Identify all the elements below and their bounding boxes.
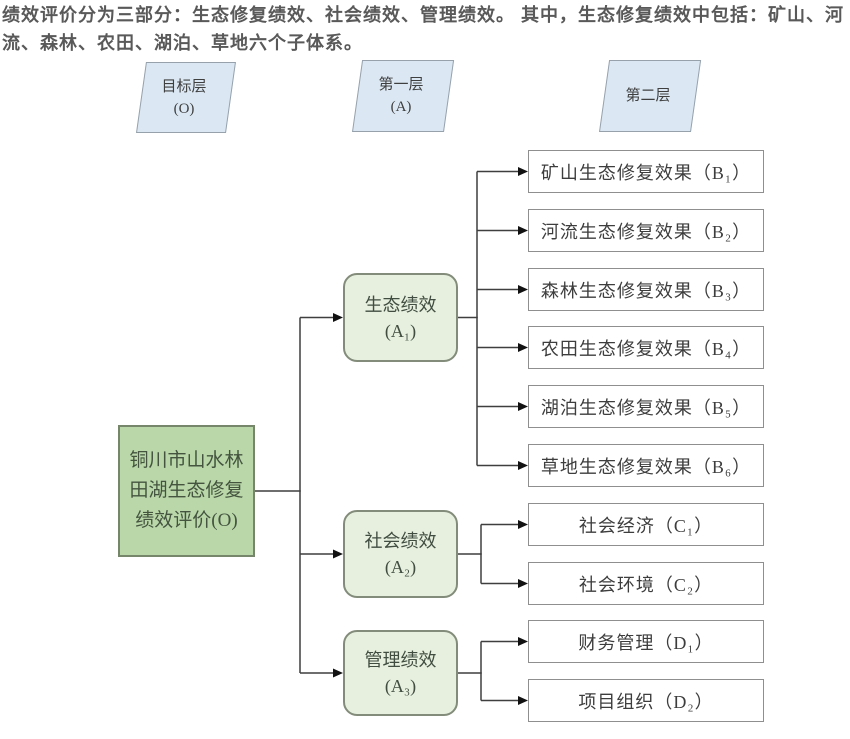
legend-second-layer-label: 第二层: [625, 88, 671, 104]
node-d1-financial-management: 财务管理（D₁）: [528, 620, 764, 663]
node-b3-forest: 森林生态修复效果（B₃）: [528, 268, 764, 311]
node-b2-river: 河流生态修复效果（B₂）: [528, 209, 764, 252]
legend-second-layer: 第二层: [599, 60, 702, 132]
node-d2-project-organization: 项目组织（D₂）: [528, 679, 764, 722]
node-b1-mine: 矿山生态修复效果（B₁）: [528, 150, 764, 193]
arrowhead-icons: [333, 167, 528, 705]
node-a2-social-performance: 社会绩效 (A₂): [343, 510, 458, 598]
legend-target-layer: 目标层 (O): [136, 62, 236, 133]
node-c1-social-economy: 社会经济（C₁）: [528, 503, 764, 546]
node-root-objective: 铜川市山水林 田湖生态修复 绩效评价(O): [118, 425, 255, 557]
node-b5-lake: 湖泊生态修复效果（B₅）: [528, 385, 764, 428]
legend-target-layer-label: 目标层 (O): [161, 78, 207, 117]
intro-text: 绩效评价分为三部分：生态修复绩效、社会绩效、管理绩效。 其中，生态修复绩效中包括…: [2, 5, 844, 53]
node-b6-grassland: 草地生态修复效果（B₆）: [528, 444, 764, 487]
legend-first-layer: 第一层 (A): [352, 60, 455, 132]
node-b4-farmland: 农田生态修复效果（B₄）: [528, 326, 764, 369]
node-a3-management-performance: 管理绩效 (A₃): [343, 630, 458, 716]
legend-first-layer-label: 第一层 (A): [378, 77, 424, 115]
node-a1-eco-performance: 生态绩效 (A₁): [343, 273, 458, 362]
node-c2-social-environment: 社会环境（C₂）: [528, 562, 764, 605]
